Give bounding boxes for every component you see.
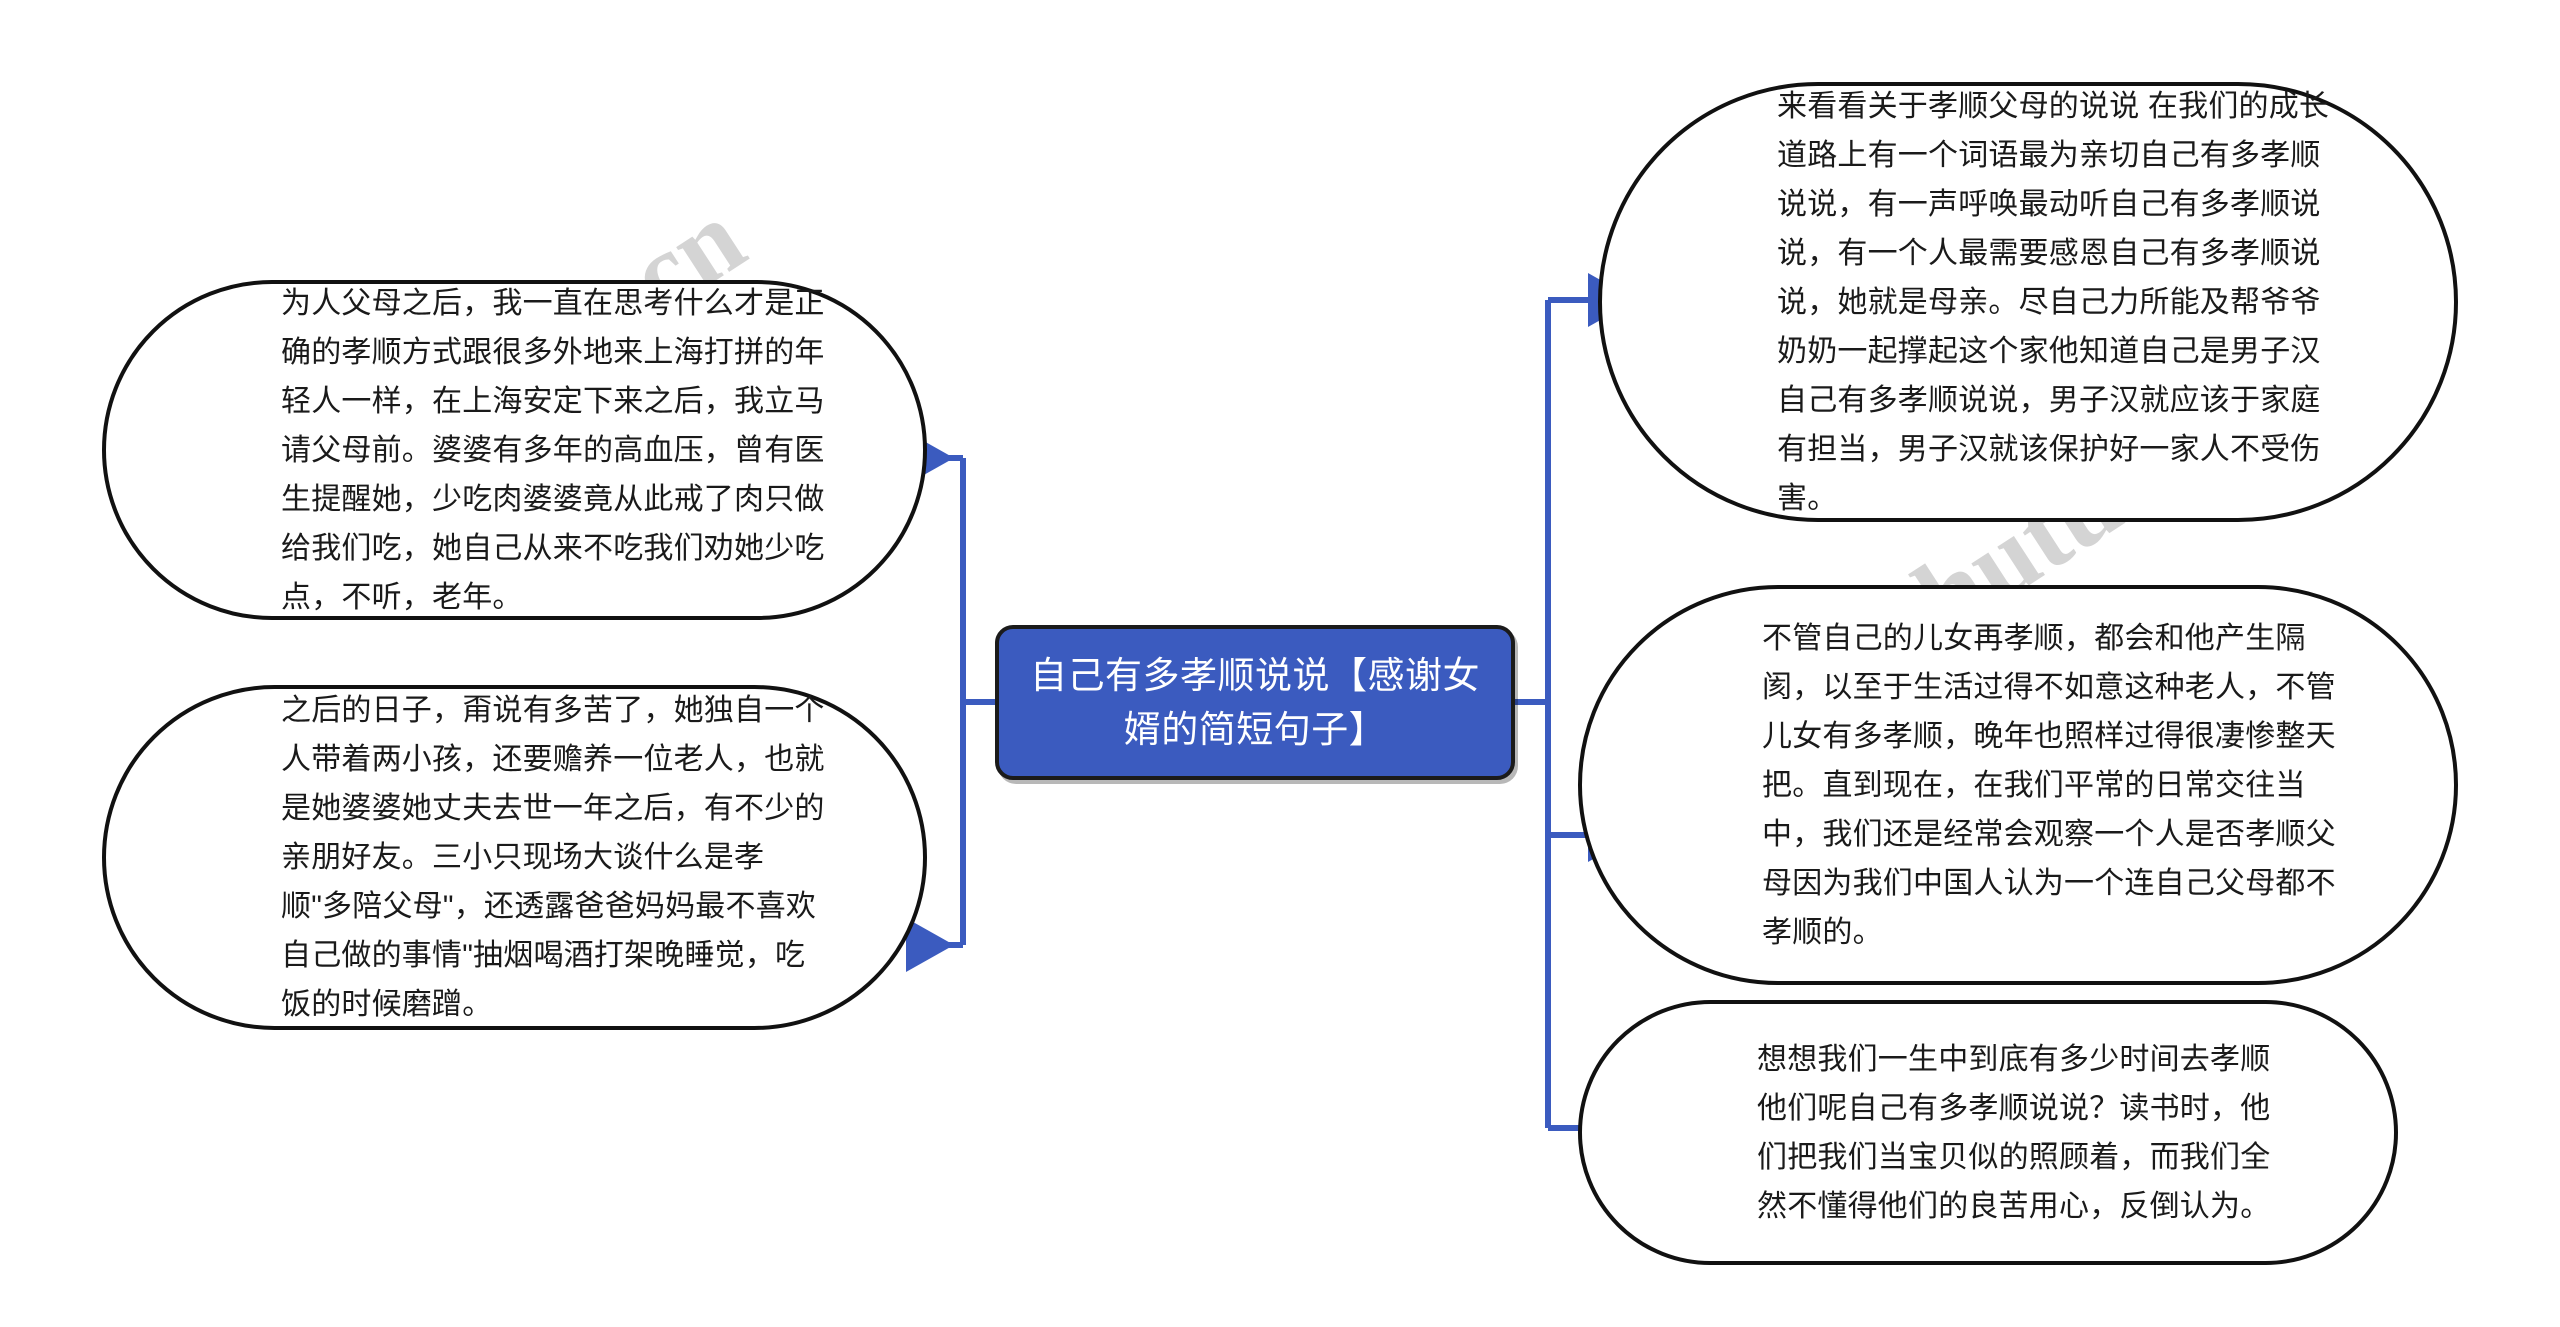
root-node-label: 自己有多孝顺说说【感谢女婿的简短句子】 <box>1030 654 1480 750</box>
branch-node-right-2-label: 不管自己的儿女再孝顺，都会和他产生隔阂，以至于生活过得不如意这种老人，不管儿女有… <box>1762 621 2336 949</box>
branch-node-right-1-label: 来看看关于孝顺父母的说说 在我们的成长道路上有一个词语最为亲切自己有多孝顺说说，… <box>1777 89 2330 515</box>
branch-node-left-2-label: 之后的日子，甭说有多苦了，她独自一个人带着两小孩，还要赡养一位老人，也就是她婆婆… <box>281 694 825 1021</box>
branch-node-right-3[interactable]: 想想我们一生中到底有多少时间去孝顺他们呢自己有多孝顺说说？读书时，他们把我们当宝… <box>1578 1000 2398 1265</box>
branch-node-right-3-label: 想想我们一生中到底有多少时间去孝顺他们呢自己有多孝顺说说？读书时，他们把我们当宝… <box>1757 1042 2271 1223</box>
branch-node-left-2[interactable]: 之后的日子，甭说有多苦了，她独自一个人带着两小孩，还要赡养一位老人，也就是她婆婆… <box>102 685 927 1030</box>
branch-node-right-2[interactable]: 不管自己的儿女再孝顺，都会和他产生隔阂，以至于生活过得不如意这种老人，不管儿女有… <box>1578 585 2458 985</box>
branch-node-right-1[interactable]: 来看看关于孝顺父母的说说 在我们的成长道路上有一个词语最为亲切自己有多孝顺说说，… <box>1598 82 2458 522</box>
root-node[interactable]: 自己有多孝顺说说【感谢女婿的简短句子】 <box>995 625 1515 780</box>
branch-node-left-1-label: 为人父母之后，我一直在思考什么才是正确的孝顺方式跟很多外地来上海打拼的年轻人一样… <box>281 286 825 614</box>
branch-node-left-1[interactable]: 为人父母之后，我一直在思考什么才是正确的孝顺方式跟很多外地来上海打拼的年轻人一样… <box>102 280 927 620</box>
